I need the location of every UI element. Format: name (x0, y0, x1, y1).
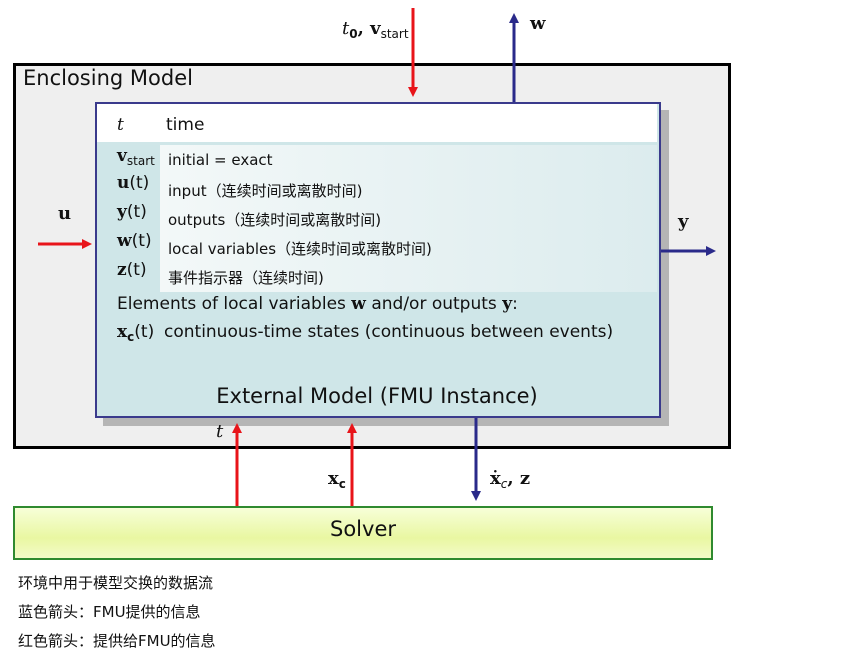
note-line: 环境中用于模型交换的数据流 (18, 574, 214, 592)
row-symbol: v (117, 146, 127, 166)
elements-pre: Elements of local variables (117, 294, 352, 314)
row-subscript: c (127, 330, 135, 345)
row-vstart-symbol: vstart (117, 146, 155, 168)
row-u-text: input（连续时间或离散时间) (168, 182, 363, 200)
label-top-input: t0, vstart (342, 18, 409, 41)
elements-w: w (351, 294, 366, 314)
label-xdot: ẋ (490, 468, 501, 489)
row-z-text: 事件指示器（连续时间) (168, 269, 324, 287)
row-arg: (t) (129, 173, 150, 193)
time-symbol: t (117, 115, 124, 135)
label-z: , z (507, 468, 531, 489)
row-xc-text: continuous-time states (continuous betwe… (164, 322, 614, 342)
label-right-output: y (678, 211, 689, 232)
row-u-symbol: u(t) (117, 173, 149, 193)
label-bottom-output: ẋc, z (490, 468, 530, 491)
row-subscript: start (126, 154, 155, 169)
row-z-symbol: z(t) (117, 260, 147, 280)
label-bottom-xc: xc (328, 468, 346, 491)
label-bottom-t: t (216, 421, 224, 442)
time-label: time (166, 115, 205, 135)
note-line: 红色箭头：提供给FMU的信息 (18, 632, 216, 650)
label-xc-sub: c (338, 477, 346, 492)
row-symbol: u (117, 173, 130, 193)
row-y-text: outputs（连续时间或离散时间) (168, 211, 382, 229)
row-w-symbol: w(t) (117, 231, 152, 251)
variables-band (160, 145, 657, 292)
row-symbol: x (117, 322, 128, 342)
label-xdot-sub: c (500, 477, 508, 492)
label-v-sub: start (380, 27, 409, 42)
label-v: , v (357, 18, 381, 39)
label-t: t (342, 18, 350, 39)
row-arg: (t) (126, 260, 147, 280)
label-top-output: w (530, 13, 546, 34)
label-left-input: u (58, 203, 72, 224)
row-vstart-text: initial = exact (168, 151, 273, 169)
row-symbol: z (117, 260, 127, 280)
elements-post: : (512, 294, 518, 314)
solver-label: Solver (330, 517, 396, 541)
row-symbol: y (117, 202, 127, 222)
note-line: 蓝色箭头：FMU提供的信息 (18, 603, 201, 621)
label-xc: x (328, 468, 339, 489)
elements-y: y (502, 294, 513, 314)
elements-mid: and/or outputs (365, 294, 503, 314)
row-xc-symbol: xc(t) (117, 322, 154, 344)
row-arg: (t) (131, 231, 152, 251)
row-arg: (t) (134, 322, 155, 342)
row-y-symbol: y(t) (117, 202, 147, 222)
row-arg: (t) (126, 202, 147, 222)
row-symbol: w (117, 231, 132, 251)
time-band (97, 104, 657, 142)
label-t-sub: 0 (349, 27, 358, 42)
solver-box (13, 506, 713, 560)
row-w-text: local variables（连续时间或离散时间) (168, 240, 432, 258)
elements-line: Elements of local variables w and/or out… (117, 294, 518, 314)
enclosing-model-title: Enclosing Model (23, 66, 193, 90)
fmu-title: External Model (FMU Instance) (216, 384, 538, 408)
